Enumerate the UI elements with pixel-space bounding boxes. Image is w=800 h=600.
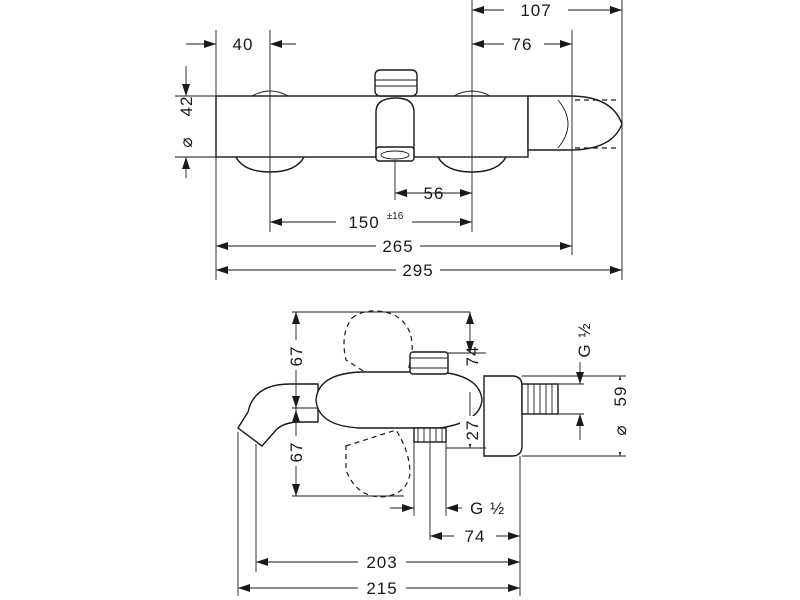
thread-label-bottom: G ½ <box>470 499 505 518</box>
thermostat-handle-detail <box>557 99 569 149</box>
diverter-knob <box>374 69 418 97</box>
dim-label-150-tolerance: ±16 <box>387 211 404 222</box>
diverter-knob-side <box>409 351 449 375</box>
dim-label-67-lower: 67 <box>287 442 306 463</box>
dim-label-203: 203 <box>366 553 397 572</box>
dim-label-42: 42 <box>177 96 196 117</box>
dim-label-40: 40 <box>233 35 254 54</box>
side-view: 67 67 74 27 G ½ 59 ⌀ G ½ <box>237 310 630 598</box>
dim-label-295: 295 <box>402 261 433 280</box>
dim-label-76: 76 <box>512 35 533 54</box>
spout-aerator <box>380 150 410 160</box>
thermostat-handle <box>527 95 623 151</box>
dim-label-59: 59 <box>611 386 630 407</box>
dim-label-27: 27 <box>463 420 482 441</box>
lever-body-side <box>315 371 483 429</box>
diameter-symbol-side: ⌀ <box>611 424 630 435</box>
dim-label-107: 107 <box>520 1 551 20</box>
lever-lower-position <box>345 429 411 498</box>
dim-label-67-upper: 67 <box>287 346 306 367</box>
diameter-symbol: ⌀ <box>177 136 196 147</box>
dim-label-74-vertical: 74 <box>463 346 482 367</box>
dim-label-74-horizontal: 74 <box>465 527 486 546</box>
dim-label-56: 56 <box>424 184 445 203</box>
spout-outlet-side <box>237 427 263 447</box>
spout-top <box>375 97 415 158</box>
mixer-body-top <box>215 95 529 158</box>
dim-label-215: 215 <box>366 579 397 598</box>
dim-label-265: 265 <box>382 237 413 256</box>
dim-label-150: 150 <box>348 213 379 232</box>
top-view: 107 40 76 42 ⌀ 56 150 ±16 <box>175 0 623 280</box>
wall-connector <box>483 375 523 457</box>
thread-label-right: G ½ <box>575 322 594 357</box>
lever-upper-position <box>343 310 413 393</box>
